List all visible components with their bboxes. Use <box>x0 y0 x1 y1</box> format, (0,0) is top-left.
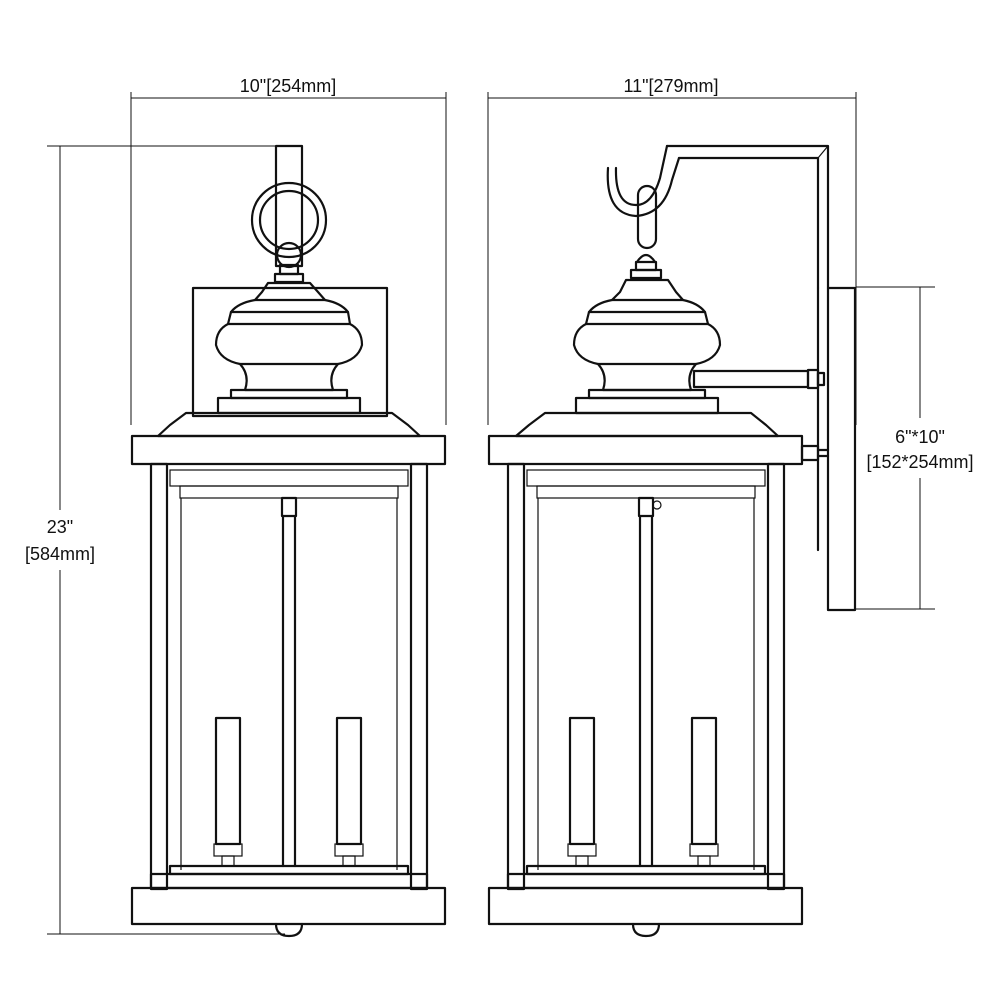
height-inch-label: 23" <box>47 517 73 537</box>
side-width-label: 11"[279mm] <box>623 76 718 96</box>
side-view-lantern <box>487 144 857 938</box>
dimension-lines <box>47 92 935 935</box>
front-width-label: 10"[254mm] <box>240 76 336 96</box>
backplate-inch-label: 6"*10" <box>895 427 945 447</box>
front-view-lantern <box>130 144 447 938</box>
height-mm-label: [584mm] <box>25 544 95 564</box>
backplate-mm-label: [152*254mm] <box>866 452 973 472</box>
